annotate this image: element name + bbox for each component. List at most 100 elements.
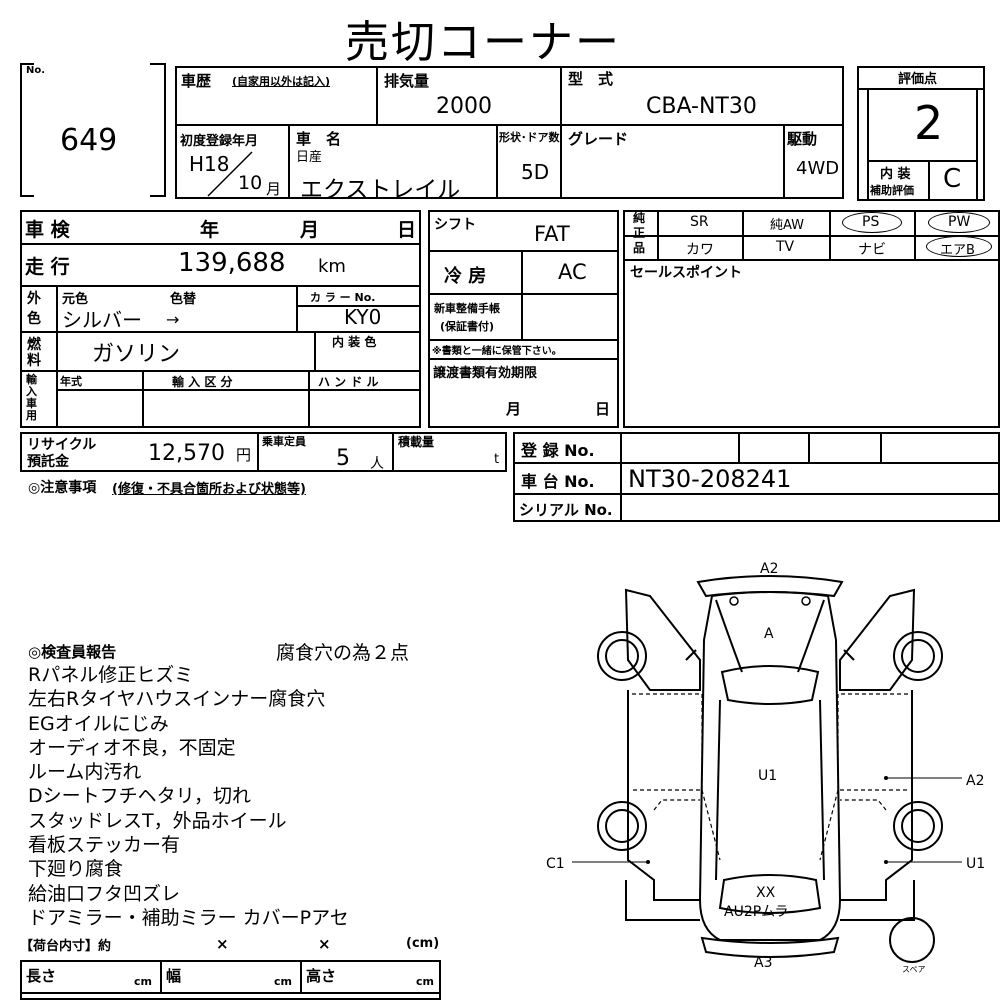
diagram-label-right: U1 <box>966 856 986 872</box>
first-reg-month: 10 <box>238 172 263 194</box>
left-rear-quarter <box>625 880 700 921</box>
equip-navi: ナビ <box>858 242 886 258</box>
report-line: スタッドレスT，外品ホイール <box>28 809 287 832</box>
report-lines: Rパネル修正ヒズミ 左右Rタイヤハウスインナー腐食穴 EGオイルにじみ オーディ… <box>28 663 349 930</box>
diagram-label-hood: A <box>764 626 774 642</box>
import-type-label: 輸 入 区 分 <box>172 375 233 389</box>
color-code-value: KY0 <box>344 305 382 329</box>
shift-value: FAT <box>534 222 570 246</box>
color-side-1: 外 <box>27 291 41 307</box>
vehicle-info-table <box>175 66 844 199</box>
equip-airbag: エアB <box>940 243 975 258</box>
fuel-value: ガソリン <box>92 342 181 367</box>
history-note: (自家用以外は記入) <box>232 75 331 88</box>
notes-label: ◎注意事項 <box>28 480 97 496</box>
color-arrow: → <box>166 310 180 329</box>
cargo-label: 【荷台内寸】約 <box>20 939 112 954</box>
pillar-right <box>819 699 825 881</box>
history-label: 車歴 <box>181 72 212 90</box>
registration-table <box>513 432 1000 522</box>
cargo-length-unit: cm <box>134 975 152 988</box>
report-line: ルーム内汚れ <box>28 761 142 784</box>
mileage-unit: km <box>318 256 346 277</box>
interior-label-1: 内 装 <box>880 167 911 182</box>
recycle-value: 12,570 <box>148 441 225 466</box>
diagram-label-roof: U1 <box>758 768 778 784</box>
report-line: EGオイルにじみ <box>28 712 169 735</box>
report-line: オーディオ不良，不固定 <box>28 736 236 759</box>
cargo-height-unit: cm <box>416 975 434 988</box>
page-title: 売切コーナー <box>345 17 621 68</box>
first-reg-month-unit: 月 <box>266 180 282 198</box>
drive-value: 4WD <box>796 158 840 179</box>
recycle-label-2: 預託金 <box>27 454 69 470</box>
transfer-label: 譲渡書類有効期限 <box>433 366 538 381</box>
hood-line-right <box>797 599 825 673</box>
maint-label-1: 新車整備手帳 <box>434 302 500 315</box>
car-body <box>698 591 842 941</box>
chassis-label: 車 台 No. <box>521 472 595 491</box>
model-label: 型 式 <box>568 70 614 88</box>
import-year-label: 年式 <box>60 375 82 388</box>
import-side-label: 輸入車用 <box>26 373 37 422</box>
car-name-label: 車 名 <box>296 130 342 148</box>
drive-label: 駆動 <box>787 130 818 148</box>
rating-box <box>857 66 985 201</box>
left-front-fender <box>624 588 701 691</box>
cargo-x1: × <box>216 935 229 953</box>
cargo-height-label: 高さ <box>306 967 337 985</box>
capacity-unit: 人 <box>370 456 384 472</box>
shift-label: シフト <box>434 217 476 233</box>
equip-airbag-circle <box>926 236 992 257</box>
equip-side-3: 品 <box>633 241 646 255</box>
car-maker: 日産 <box>296 150 323 165</box>
lot-box: No. 649 <box>20 63 166 197</box>
left-detail-table <box>20 210 421 428</box>
ac-value: AC <box>558 260 587 284</box>
windshield <box>720 665 820 705</box>
left-door-outline <box>632 693 703 791</box>
doors-label: 形状･ドア数 <box>499 131 560 144</box>
cargo-width-unit: cm <box>274 975 292 988</box>
transfer-day: 日 <box>595 400 611 418</box>
serial-label: シリアル No. <box>519 501 613 519</box>
report-line: 左右Rタイヤハウスインナー腐食穴 <box>28 688 326 711</box>
ac-label: 冷 房 <box>444 266 487 287</box>
fuel-side-1: 燃 <box>27 337 41 353</box>
equip-tv: TV <box>776 239 795 255</box>
rear-window <box>718 874 822 914</box>
equip-pw-circle <box>928 212 990 233</box>
rating-label: 評価点 <box>898 72 938 87</box>
first-reg-year: H18 <box>189 152 230 176</box>
maint-label-2: (保証書付) <box>440 320 495 333</box>
equip-leather: カワ <box>686 242 714 258</box>
color-code-label: カ ラ ー No. <box>310 291 376 304</box>
reg-no-label: 登 録 No. <box>521 441 595 460</box>
wheel-front-right <box>893 631 943 681</box>
cargo-unit: (cm) <box>406 936 440 951</box>
capacity-value: 5 <box>336 446 350 471</box>
doors-value: 5D <box>521 160 550 184</box>
notes-sub: (修復・不具合箇所および状態等) <box>112 482 306 497</box>
report-line: 下廻り腐食 <box>28 858 124 881</box>
orig-color-label: 元色 <box>62 292 89 307</box>
cargo-length-label: 長さ <box>26 967 57 985</box>
mileage-value: 139,688 <box>178 248 286 278</box>
equip-sr: SR <box>690 214 709 230</box>
recycle-row <box>20 432 507 472</box>
chassis-value: NT30-208241 <box>628 465 792 493</box>
color-value: シルバー <box>62 308 142 332</box>
hood-line-left <box>715 599 743 673</box>
equip-side-2: 正 <box>633 226 646 240</box>
first-reg-slash <box>207 151 253 197</box>
equip-side-1: 純 <box>633 211 646 225</box>
right-door-outline <box>837 693 908 791</box>
diagram-label-rear-1: XX <box>756 885 776 901</box>
grade-label: グレード <box>568 130 629 148</box>
report-line: ドアミラー・補助ミラー カバーPアセ <box>28 906 349 929</box>
diagram-label-top: A2 <box>760 561 779 577</box>
load-unit: t <box>494 452 500 467</box>
equip-ps: PS <box>862 214 880 230</box>
rating-value: 2 <box>914 96 944 150</box>
lot-no-label: No. <box>26 65 46 76</box>
